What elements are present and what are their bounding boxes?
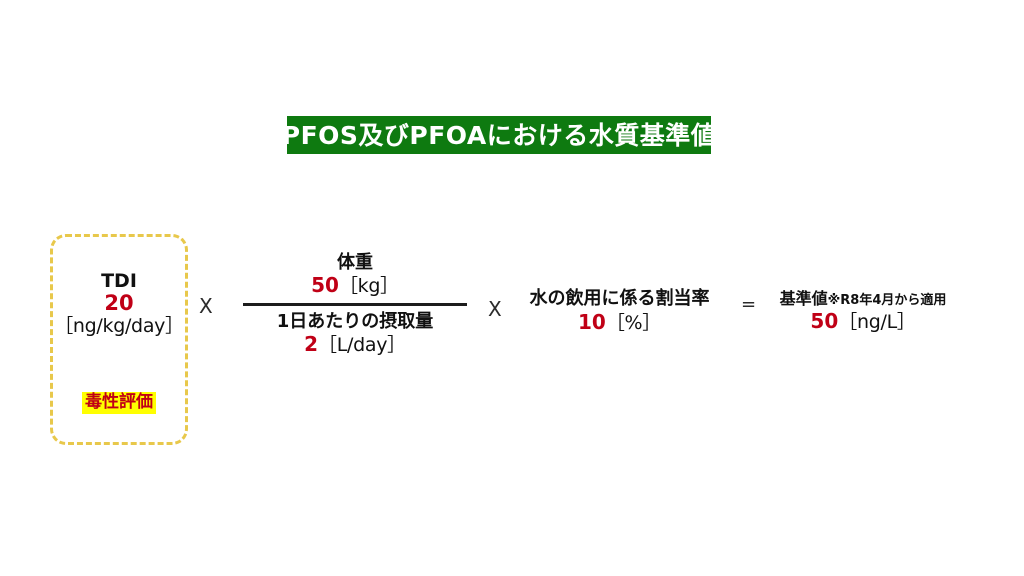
- multiply-operator-2: X: [488, 297, 502, 321]
- daily-intake-line: 2［L/day］: [243, 332, 467, 357]
- tdi-label: TDI: [101, 270, 137, 292]
- fraction-denominator: 1日あたりの摂取量 2［L/day］: [243, 308, 467, 357]
- equals-operator: =: [741, 294, 757, 315]
- tdi-tag-wrapper: 毒性評価: [53, 392, 185, 414]
- body-weight-label: 体重: [337, 252, 373, 273]
- tdi-box: TDI 20 ［ng/kg/day］ 毒性評価: [50, 234, 188, 445]
- standard-value-label: 基準値※R8年4月から適用: [757, 285, 969, 309]
- allocation-value: 10: [578, 310, 606, 334]
- standard-value-label-main: 基準値: [779, 289, 828, 308]
- daily-intake-label: 1日あたりの摂取量: [276, 311, 434, 333]
- page-title: PFOS及びPFOAにおける水質基準値: [281, 120, 717, 150]
- result-term: 基準値※R8年4月から適用 50［ng/L］: [757, 285, 969, 334]
- allocation-line: 10［%］: [512, 310, 727, 335]
- daily-intake-unit: ［L/day］: [318, 334, 406, 357]
- body-weight-value: 50: [311, 273, 339, 298]
- allocation-label: 水の飲用に係る割当率: [529, 288, 710, 309]
- standard-value-unit: ［ng/L］: [838, 311, 916, 333]
- daily-intake-value: 2: [304, 332, 319, 357]
- fraction-numerator: 体重 50［kg］: [243, 252, 467, 301]
- multiply-operator-1: X: [199, 294, 213, 318]
- standard-value-label-note: ※R8年4月から適用: [827, 293, 947, 308]
- tdi-unit: ［ng/kg/day］: [54, 314, 184, 337]
- allocation-unit: ［%］: [605, 312, 661, 334]
- body-weight-unit: ［kg］: [338, 275, 399, 298]
- tdi-value: 20: [104, 291, 134, 316]
- body-weight-line: 50［kg］: [243, 273, 467, 298]
- fraction-bar: [243, 303, 467, 307]
- toxicity-evaluation-tag: 毒性評価: [82, 392, 156, 414]
- allocation-term: 水の飲用に係る割当率 10［%］: [512, 284, 727, 335]
- page-title-banner: PFOS及びPFOAにおける水質基準値: [282, 116, 716, 154]
- standard-value-line: 50［ng/L］: [757, 309, 969, 334]
- fraction-term: 体重 50［kg］ 1日あたりの摂取量 2［L/day］: [243, 252, 467, 357]
- standard-value-number: 50: [810, 309, 839, 333]
- tdi-content: TDI 20 ［ng/kg/day］: [53, 270, 185, 337]
